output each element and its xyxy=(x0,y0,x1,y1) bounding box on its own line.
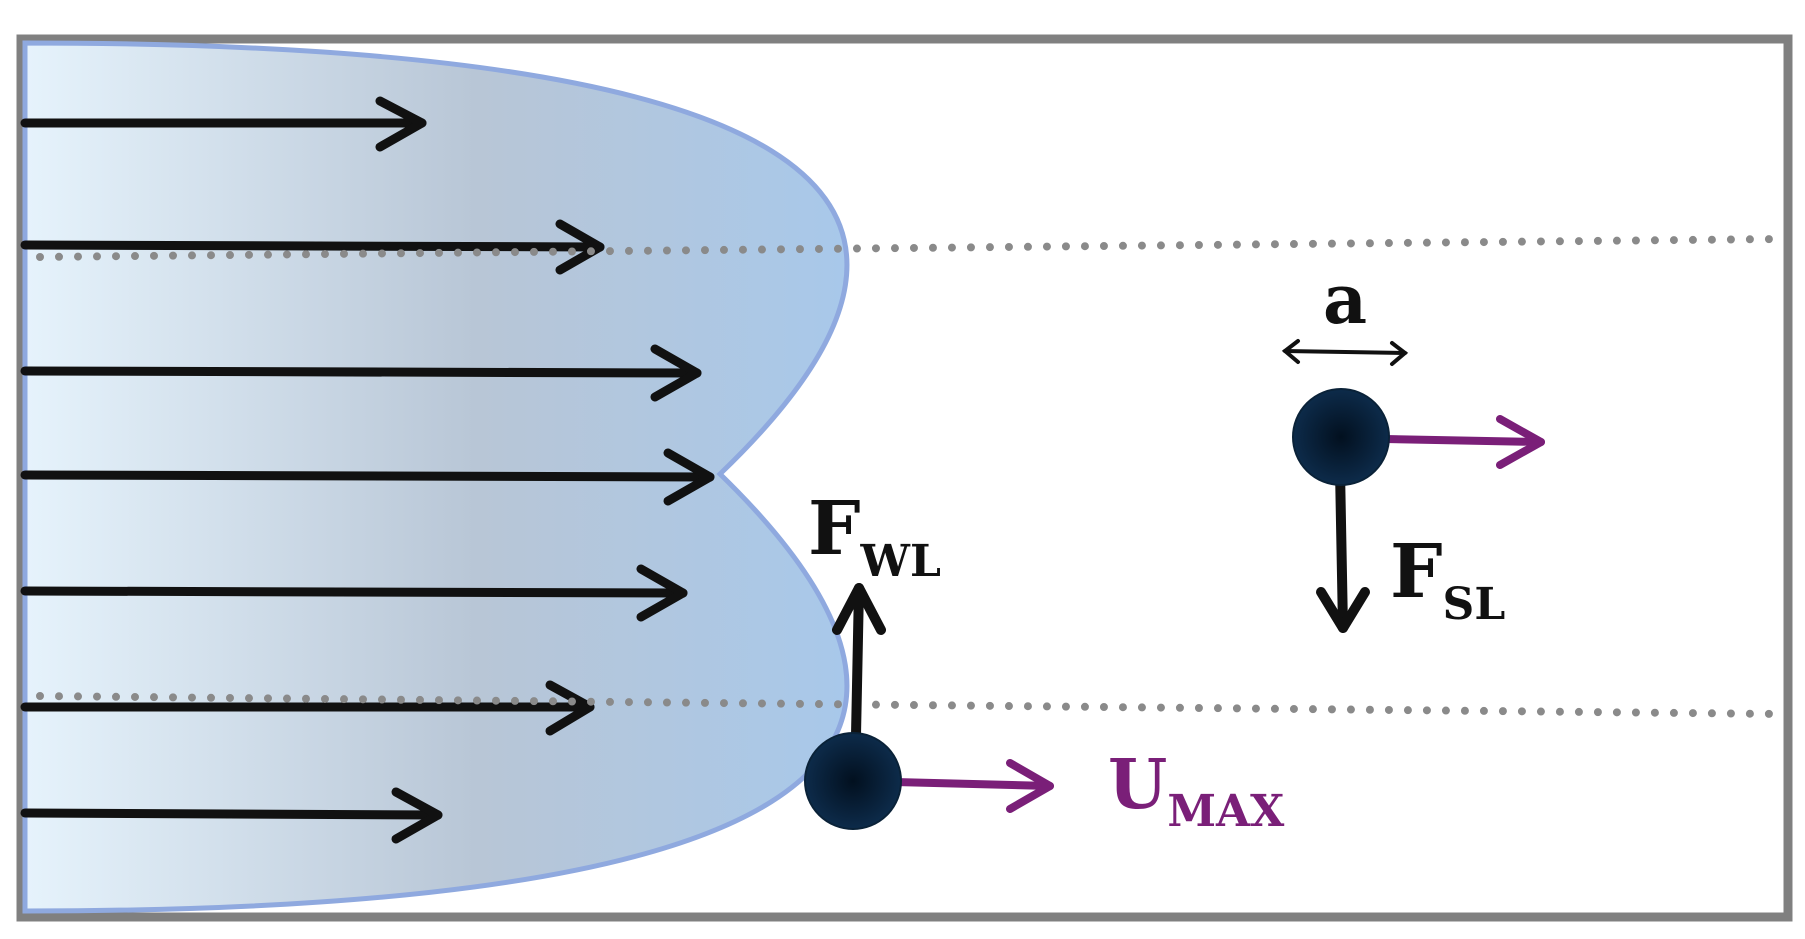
max-velocity-label-main: U xyxy=(1108,745,1167,825)
lower-dotted-line xyxy=(36,692,1784,718)
upper-dotted-line xyxy=(36,235,1784,261)
velocity-arrow xyxy=(20,96,427,152)
shear-lift-force-arrow xyxy=(1316,465,1370,633)
wall-lift-force-label-main: F xyxy=(808,486,861,572)
wall-lift-force-label: FWL xyxy=(808,486,941,587)
particle-size-arrow xyxy=(1281,339,1409,366)
upper-particle xyxy=(1292,388,1390,486)
equilibrium-lines xyxy=(36,235,1784,718)
wall-lift-force-label-sub: WL xyxy=(860,536,941,587)
particle-size-label: a xyxy=(1323,260,1367,340)
shear-lift-force-label-sub: SL xyxy=(1443,579,1506,630)
velocity-arrow xyxy=(20,344,702,402)
shear-lift-force-label-main: F xyxy=(1390,529,1443,615)
velocity-arrow xyxy=(20,564,688,622)
wall-lift-force-arrow xyxy=(832,583,886,740)
max-velocity-label-sub: MAX xyxy=(1167,786,1285,837)
max-velocity-label: UMAX xyxy=(1108,745,1285,837)
upper-particle-velocity-arrow xyxy=(1381,415,1545,469)
velocity-arrow xyxy=(20,448,715,506)
lower-particle-velocity-arrow xyxy=(891,759,1054,813)
velocity-arrows xyxy=(20,96,715,844)
velocity-arrow xyxy=(20,219,605,275)
lower-particle xyxy=(804,732,902,830)
velocity-arrow xyxy=(20,787,443,844)
velocity-arrow xyxy=(20,680,595,736)
shear-lift-force-label: FSL xyxy=(1390,529,1505,630)
